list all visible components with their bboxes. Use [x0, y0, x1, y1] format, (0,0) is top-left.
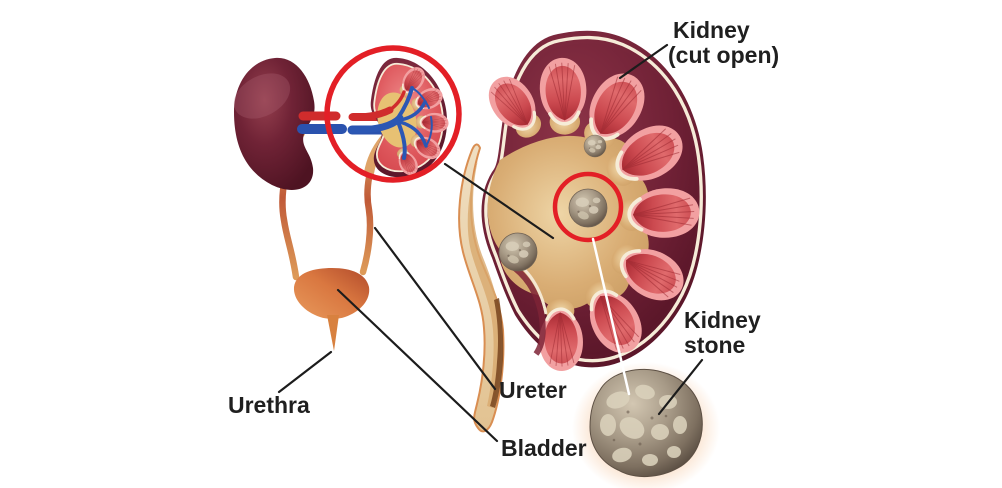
large-kidney-cutaway: [458, 30, 706, 433]
kidney-stone-upper-small: [583, 134, 607, 158]
bladder-pointer-line: [336, 288, 499, 443]
whole-kidney: [233, 57, 315, 190]
stone-connector-line: [591, 237, 631, 396]
enlarged-kidney-stone: [572, 362, 720, 488]
magnifier-ring: [324, 45, 462, 183]
label-ureter: Ureter: [499, 377, 567, 403]
kidney-stone-lower: [498, 232, 538, 272]
whole-kidney-body: [234, 57, 315, 190]
whole-kidney-highlight: [233, 73, 291, 119]
kidney-cut-open-pointer-line: [618, 43, 669, 80]
stone-speckles: [612, 410, 668, 446]
ureter-channel-dark: [490, 298, 504, 408]
urethra-pointer-line: [277, 350, 333, 394]
funnel-inner: [467, 160, 502, 408]
magnifier-pointer-line: [443, 162, 555, 240]
ureter-pointer-line: [373, 226, 497, 391]
labels: Kidney (cut open) Kidney stone Ureter Bl…: [228, 17, 779, 461]
bladder-shape: [293, 268, 370, 319]
hilum-maroon-edge: [503, 259, 546, 356]
kidney-stone-circled: [568, 188, 608, 228]
label-kidney-stone-line1: Kidney: [684, 307, 761, 333]
urinary-system-overview: [233, 45, 462, 351]
kidney-stone-pointer-line: [657, 358, 704, 416]
small-kidney-vessel-branches: [348, 86, 433, 160]
label-kidney-stone-line2: stone: [684, 332, 745, 358]
label-kidney-cut-open-line2: (cut open): [668, 42, 779, 68]
cut-kidney-small: [348, 57, 450, 180]
pointer-lines: [277, 43, 704, 443]
label-kidney-cut-open-line1: Kidney: [673, 17, 750, 43]
urethra-shape: [327, 315, 339, 351]
stone-highlight-ring: [552, 171, 624, 243]
label-urethra: Urethra: [228, 392, 310, 418]
label-bladder: Bladder: [501, 435, 587, 461]
